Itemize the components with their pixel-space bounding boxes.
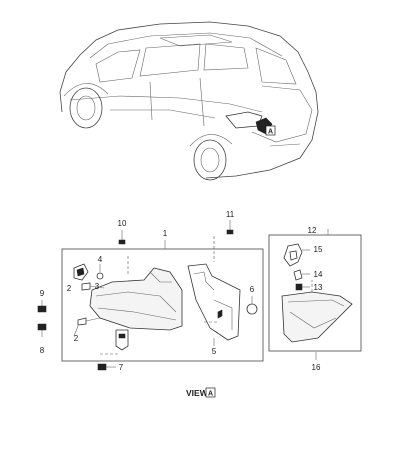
- callout-labels: 1 2 2 3 4 5 6 7 8 9 10 11 12 13 14 15 16: [40, 210, 323, 372]
- callout-11: 11: [226, 210, 235, 219]
- view-letter-box: [205, 387, 216, 398]
- inner-lamp-lens: [281, 291, 353, 343]
- view-a-marker-letter: A: [268, 129, 273, 136]
- inner-lamp-group: [268, 229, 362, 360]
- bolt-11: [226, 229, 234, 235]
- inner-bulb: [293, 269, 303, 281]
- car-illustration: A: [59, 21, 319, 181]
- callout-5: 5: [212, 347, 217, 356]
- lamp-cover: [187, 263, 241, 341]
- callout-13: 13: [314, 283, 323, 292]
- screw-7: [97, 363, 107, 371]
- callout-6: 6: [250, 285, 255, 294]
- tail-lamp-housing: [89, 267, 183, 331]
- view-label: VIEW A: [186, 387, 216, 398]
- nut-8: [37, 323, 47, 331]
- callout-10: 10: [118, 219, 127, 228]
- callout-3: 3: [95, 282, 100, 291]
- callout-14: 14: [314, 270, 323, 279]
- bulb: [96, 272, 104, 280]
- clip-upper: [81, 282, 91, 291]
- nut-9: [37, 305, 47, 313]
- tail-lamp-assembly-group: [61, 236, 264, 362]
- assembly-frame: [61, 248, 264, 362]
- fasteners: [37, 220, 234, 371]
- callout-8: 8: [40, 346, 45, 355]
- callout-12: 12: [308, 226, 317, 235]
- callout-16: 16: [312, 363, 321, 372]
- callout-1: 1: [163, 229, 168, 238]
- callout-4: 4: [98, 255, 103, 264]
- callout-15: 15: [314, 245, 323, 254]
- washer: [246, 303, 258, 315]
- callout-2-lower: 2: [74, 334, 79, 343]
- view-label-text: VIEW: [186, 388, 209, 398]
- inner-lamp-frame: [268, 234, 362, 352]
- inner-clip: [295, 283, 303, 291]
- view-letter: A: [208, 391, 213, 398]
- view-a-marker-box: [265, 125, 276, 136]
- callout-9: 9: [40, 289, 45, 298]
- callout-2-upper: 2: [67, 284, 72, 293]
- lamp-bracket: [115, 329, 129, 351]
- clip-lower: [77, 317, 87, 326]
- bolt-10: [118, 239, 126, 245]
- callout-7: 7: [119, 363, 124, 372]
